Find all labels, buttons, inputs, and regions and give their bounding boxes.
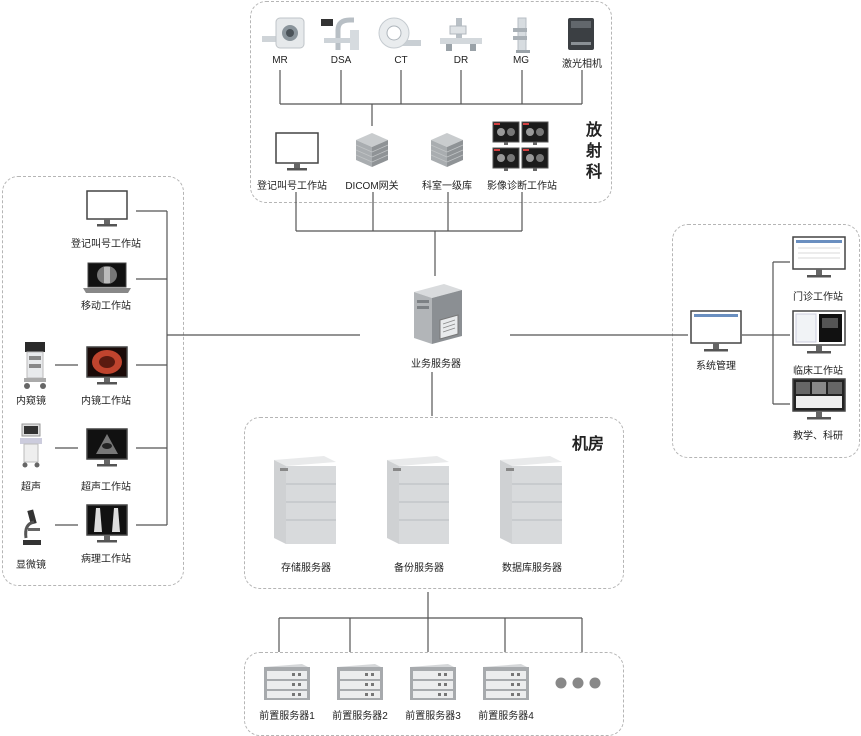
more-dots-icon bbox=[555, 677, 601, 689]
monitor-icon bbox=[86, 190, 128, 227]
front-server-icon bbox=[483, 664, 529, 700]
front-server-label-1: 前置服务器1 bbox=[259, 711, 315, 722]
front-server-label-3: 前置服务器3 bbox=[405, 711, 461, 722]
server-label-database: 数据库服务器 bbox=[502, 563, 562, 574]
dr-machine-icon bbox=[440, 18, 482, 51]
ws-label-diagnosis: 影像诊断工作站 bbox=[487, 181, 557, 192]
server-label-backup: 备份服务器 bbox=[394, 563, 444, 574]
front-server-icon bbox=[264, 664, 310, 700]
device-label-mr: MR bbox=[272, 55, 288, 66]
backup-server-icon bbox=[387, 456, 449, 544]
left-ws-label-pathology: 病理工作站 bbox=[81, 554, 131, 565]
database-server-icon bbox=[500, 456, 562, 544]
device-label-dr: DR bbox=[453, 55, 469, 66]
mg-machine-icon bbox=[513, 17, 530, 53]
ws-label-registration: 登记叫号工作站 bbox=[257, 181, 327, 192]
dsa-machine-icon bbox=[321, 17, 359, 50]
microscope-icon bbox=[23, 509, 41, 545]
system-manage-monitor-icon bbox=[690, 310, 742, 352]
front-server-label-2: 前置服务器2 bbox=[332, 711, 388, 722]
front-server-label-4: 前置服务器4 bbox=[478, 711, 534, 722]
right-ws-label-outpatient: 门诊工作站 bbox=[793, 292, 843, 303]
radiology-group bbox=[250, 1, 612, 203]
monitor-icon bbox=[275, 132, 319, 171]
radiology-title-char: 射 bbox=[585, 143, 602, 160]
device-label-endoscope: 内窥镜 bbox=[16, 396, 46, 407]
department-storage-icon bbox=[430, 133, 464, 167]
left-ws-label-mobile: 移动工作站 bbox=[81, 301, 131, 312]
outpatient-monitor-icon bbox=[792, 236, 846, 278]
left-ws-label-ultrasound: 超声工作站 bbox=[81, 482, 131, 493]
endoscopy-monitor-icon bbox=[86, 346, 128, 385]
mr-scanner-icon bbox=[262, 17, 305, 49]
left-ws-label-endoscopy: 内镜工作站 bbox=[81, 396, 131, 407]
right-ws-label-teaching-research: 教学、科研 bbox=[793, 431, 843, 442]
clinical-monitor-icon bbox=[792, 310, 846, 354]
laptop-icon bbox=[83, 262, 131, 293]
device-label-ultrasound: 超声 bbox=[21, 482, 41, 493]
device-label-ct: CT bbox=[394, 55, 408, 66]
machine-room-title: 机房 bbox=[572, 436, 605, 453]
front-server-icon bbox=[337, 664, 383, 700]
ultrasound-monitor-icon bbox=[86, 428, 128, 467]
ct-scanner-icon bbox=[378, 17, 421, 49]
server-label-storage: 存储服务器 bbox=[281, 563, 331, 574]
left-ws-label-registration: 登记叫号工作站 bbox=[71, 239, 141, 250]
business-server-icon bbox=[414, 284, 462, 344]
device-label-microscope: 显微镜 bbox=[16, 560, 46, 571]
radiology-title-char: 科 bbox=[585, 164, 602, 181]
device-label-mg: MG bbox=[512, 55, 530, 66]
ws-label-department-storage: 科室一级库 bbox=[422, 181, 472, 192]
device-label-laser-camera: 激光相机 bbox=[562, 59, 602, 70]
teaching-research-monitor-icon bbox=[792, 378, 846, 420]
business-server-label: 业务服务器 bbox=[411, 359, 461, 370]
endoscope-device-icon bbox=[24, 342, 46, 389]
ultrasound-device-icon bbox=[20, 423, 42, 468]
device-label-dsa: DSA bbox=[330, 55, 352, 66]
front-server-icon bbox=[410, 664, 456, 700]
ws-label-dicom-gateway: DICOM网关 bbox=[345, 181, 399, 192]
gateway-server-icon bbox=[355, 133, 389, 167]
radiology-title-char: 放 bbox=[585, 122, 602, 139]
right-ws-label-clinical: 临床工作站 bbox=[793, 366, 843, 377]
pathology-monitor-icon bbox=[86, 504, 128, 543]
laser-camera-icon bbox=[568, 18, 594, 50]
system-manage-label: 系统管理 bbox=[696, 361, 736, 372]
diagnostic-monitors-icon bbox=[492, 121, 549, 171]
radiology-title: 放 射 科 bbox=[584, 120, 604, 183]
storage-server-icon bbox=[274, 456, 336, 544]
